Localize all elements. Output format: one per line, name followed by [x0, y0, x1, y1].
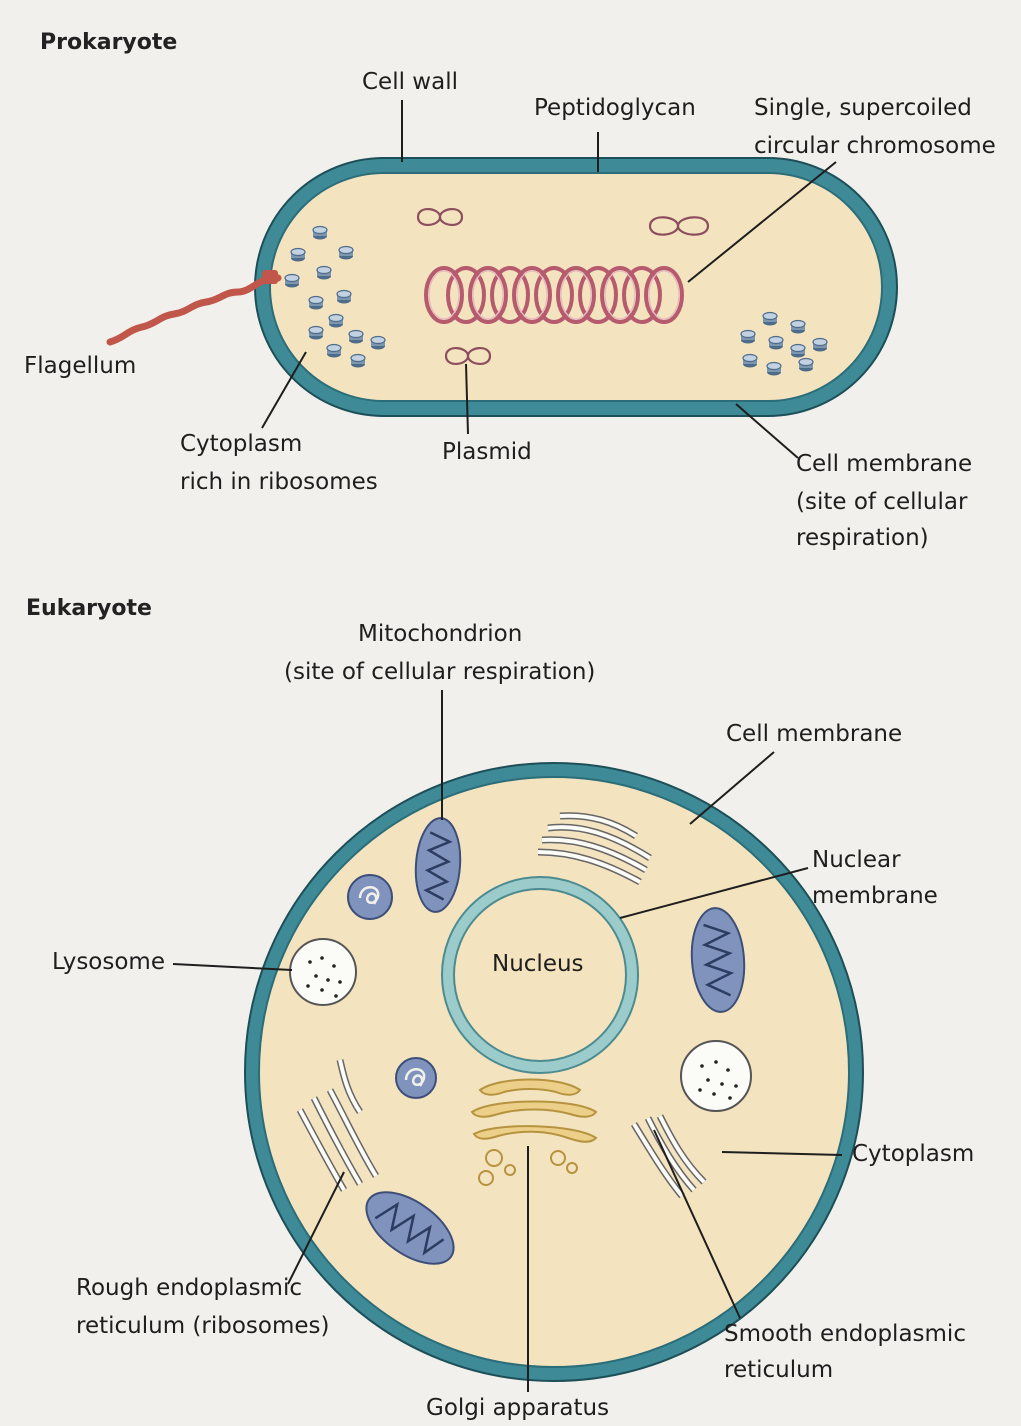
- label-mitochondrion-line2: (site of cellular respiration): [284, 659, 596, 685]
- label-chromosome-line2: circular chromosome: [754, 133, 996, 159]
- label-golgi: Golgi apparatus: [426, 1395, 610, 1421]
- prokaryote-cell: [106, 100, 898, 459]
- label-smooth-er-line1: Smooth endoplasmic: [724, 1321, 966, 1347]
- label-cytoplasm-line2: rich in ribosomes: [180, 469, 378, 495]
- chromosome-coil: [424, 266, 684, 324]
- rough-er-left: [296, 1059, 379, 1192]
- label-eukaryote-cytoplasm: Cytoplasm: [852, 1141, 975, 1167]
- smooth-er: [631, 1114, 707, 1199]
- label-cell-membrane-line2: (site of cellular: [796, 489, 968, 515]
- label-cell-membrane-line3: respiration): [796, 525, 929, 551]
- label-plasmid: Plasmid: [442, 439, 532, 465]
- label-lysosome: Lysosome: [52, 949, 165, 975]
- label-smooth-er-line2: reticulum: [724, 1357, 834, 1383]
- prokaryote-heading: Prokaryote: [40, 30, 178, 55]
- label-mitochondrion-line1: Mitochondrion: [358, 621, 523, 647]
- eukaryote-leader-lines: [172, 690, 843, 1392]
- mitochondria: [365, 817, 746, 1265]
- label-peptidoglycan: Peptidoglycan: [534, 95, 696, 121]
- plasmid-shapes: [416, 208, 710, 365]
- label-rough-er-line1: Rough endoplasmic: [76, 1275, 302, 1301]
- label-nucleus: Nucleus: [492, 951, 584, 977]
- eukaryote-cell: [172, 690, 864, 1392]
- label-nuclear-membrane-line2: membrane: [812, 883, 938, 909]
- cell-membrane-shape: [269, 172, 883, 402]
- label-cell-wall: Cell wall: [362, 69, 458, 95]
- rough-er-top: [537, 812, 652, 886]
- label-cytoplasm-line1: Cytoplasm: [180, 431, 303, 457]
- label-flagellum: Flagellum: [24, 353, 137, 379]
- label-nuclear-membrane-line1: Nuclear: [812, 847, 901, 873]
- golgi-shape: [470, 1078, 598, 1186]
- nucleus-shape: [453, 888, 627, 1062]
- label-chromosome-line1: Single, supercoiled: [754, 95, 972, 121]
- label-cell-membrane-line1: Cell membrane: [796, 451, 973, 477]
- label-eukaryote-cell-membrane: Cell membrane: [726, 721, 903, 747]
- eukaryote-heading: Eukaryote: [26, 596, 152, 621]
- flagellum-shape: [106, 274, 282, 346]
- lysosomes: [289, 938, 752, 1112]
- small-vesicles: [347, 874, 437, 1099]
- prokaryote-leader-lines: [261, 100, 837, 459]
- label-rough-er-line2: reticulum (ribosomes): [76, 1313, 330, 1339]
